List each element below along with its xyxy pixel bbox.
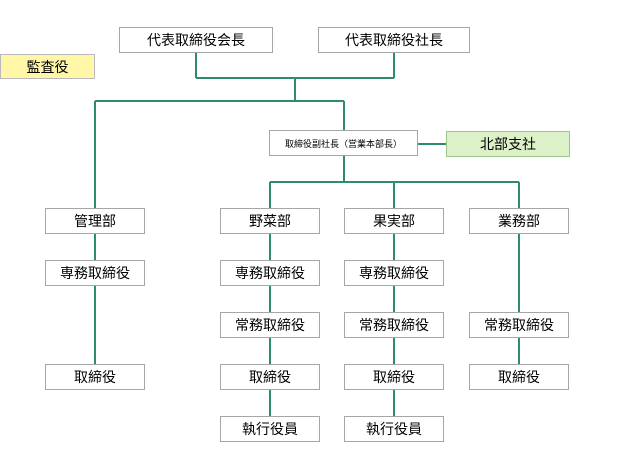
fruits-senior-managing-director: 専務取締役 (344, 260, 444, 286)
fruits-director: 取締役 (344, 364, 444, 390)
president-box: 代表取締役社長 (318, 27, 470, 53)
vegetables-director: 取締役 (220, 364, 320, 390)
admin-senior-managing-director: 専務取締役 (45, 260, 145, 286)
fruits-managing-director: 常務取締役 (344, 312, 444, 338)
operations-managing-director: 常務取締役 (469, 312, 569, 338)
vegetables-senior-managing-director: 専務取締役 (220, 260, 320, 286)
fruits-executive-officer: 執行役員 (344, 416, 444, 442)
department-vegetables: 野菜部 (220, 208, 320, 234)
north-branch-box: 北部支社 (446, 131, 570, 157)
operations-director: 取締役 (469, 364, 569, 390)
chairman-box: 代表取締役会長 (119, 27, 273, 53)
department-operations: 業務部 (469, 208, 569, 234)
vegetables-executive-officer: 執行役員 (220, 416, 320, 442)
department-fruits: 果実部 (344, 208, 444, 234)
vegetables-managing-director: 常務取締役 (220, 312, 320, 338)
department-admin: 管理部 (45, 208, 145, 234)
admin-director: 取締役 (45, 364, 145, 390)
auditor-box: 監査役 (0, 54, 95, 79)
vice-president-box: 取締役副社長（営業本部長） (269, 130, 418, 156)
